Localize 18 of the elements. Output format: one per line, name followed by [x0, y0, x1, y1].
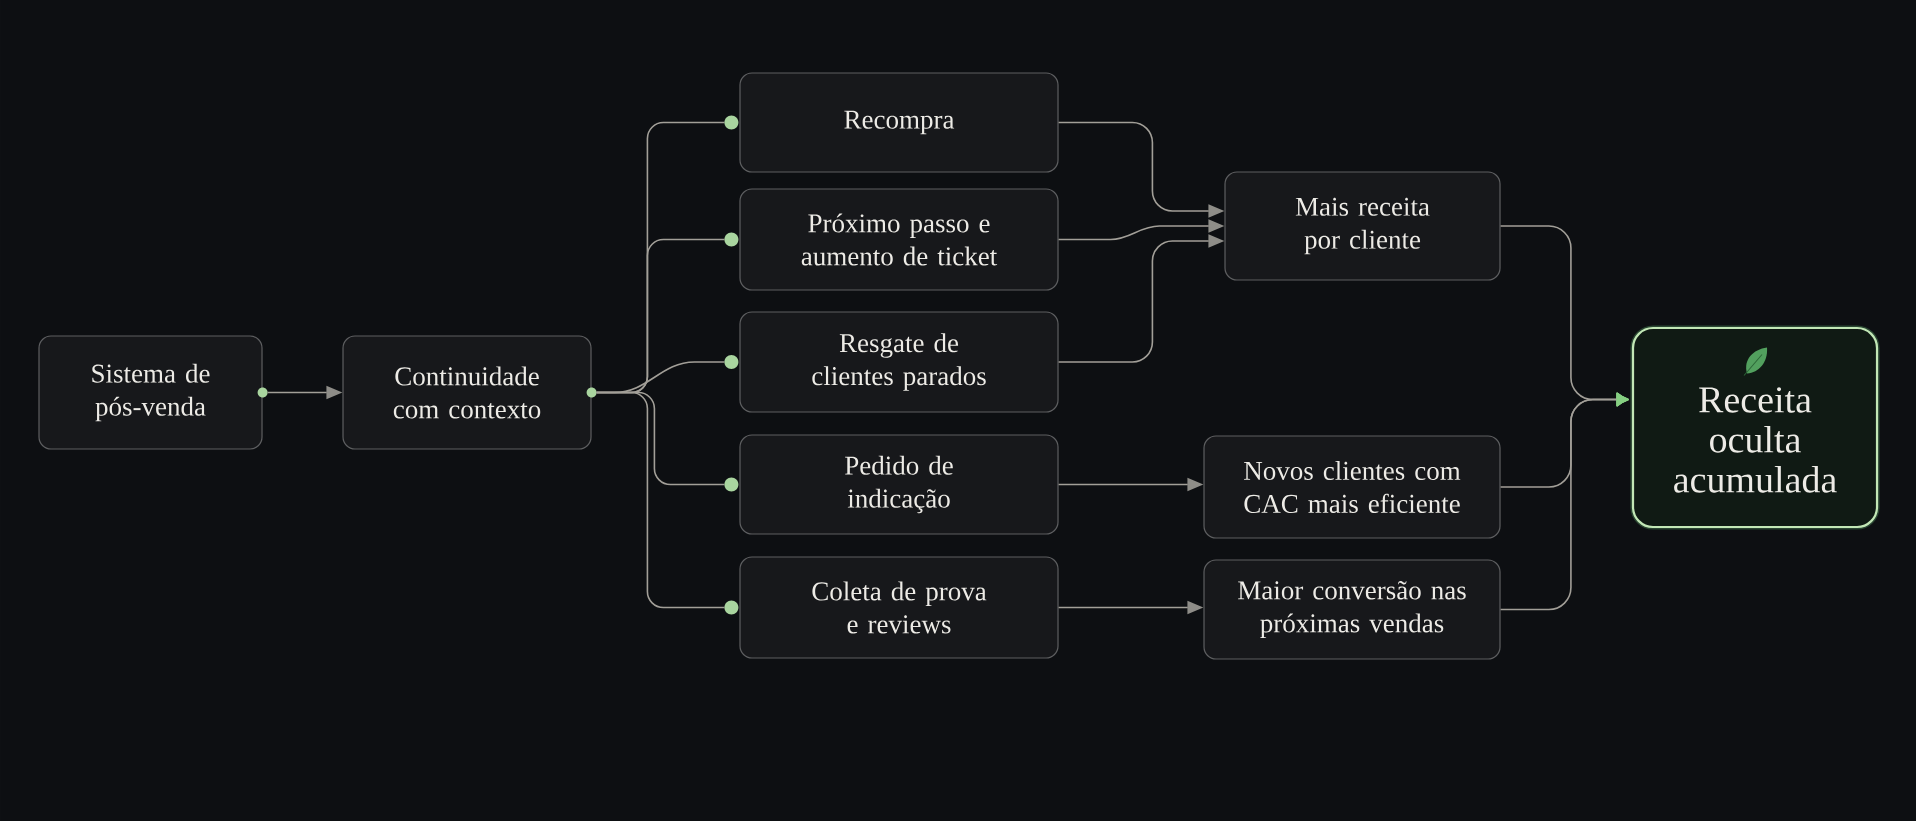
process-box: Recompra	[739, 72, 1059, 173]
connector	[595, 391, 726, 609]
process-box: Maior conversão nas próximas vendas	[1203, 559, 1501, 660]
process-box: Continuidade com contexto	[342, 335, 592, 450]
process-box: Sistema de pós-venda	[38, 335, 263, 450]
arrow	[1499, 392, 1629, 611]
process-box: Mais receita por cliente	[1224, 171, 1501, 281]
connector-dot	[724, 355, 739, 369]
connector-dot	[724, 600, 739, 615]
process-box: Pedido de indicação	[739, 434, 1059, 535]
connector-dot	[724, 477, 739, 492]
process-box: Coleta de prova e reviews	[739, 556, 1059, 659]
process-box: Novos clientes com CAC mais eficiente	[1203, 435, 1501, 539]
process-box: Resgate de clientes parados	[739, 311, 1059, 413]
result-box: Receita oculta acumulada	[1630, 325, 1880, 530]
connector-dot	[724, 115, 739, 130]
process-box: Próximo passo e aumento de ticket	[739, 188, 1059, 291]
connector-dot	[724, 232, 739, 247]
